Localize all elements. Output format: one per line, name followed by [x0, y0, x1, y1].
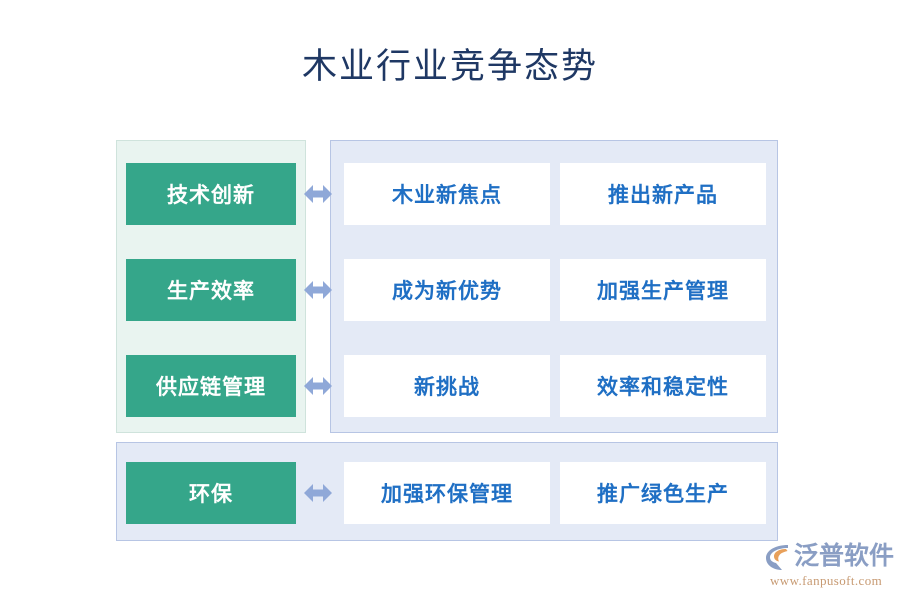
brand-logo: 泛普软件 www.fanpusoft.com [762, 540, 894, 592]
double-arrow-icon [304, 181, 332, 207]
fanpu-swoosh-icon [762, 542, 792, 572]
item-box-1-1[interactable]: 加强生产管理 [560, 259, 766, 321]
item-box-0-1[interactable]: 推出新产品 [560, 163, 766, 225]
item-box-2-0[interactable]: 新挑战 [344, 355, 550, 417]
double-arrow-icon [304, 480, 332, 506]
logo-name: 泛普软件 [794, 543, 895, 570]
double-arrow-icon [304, 277, 332, 303]
item-box-1-0[interactable]: 成为新优势 [344, 259, 550, 321]
category-box-3[interactable]: 环保 [126, 462, 296, 524]
item-box-3-0[interactable]: 加强环保管理 [344, 462, 550, 524]
page-title: 木业行业竞争态势 [301, 47, 598, 86]
category-box-0[interactable]: 技术创新 [126, 163, 296, 225]
double-arrow-icon [304, 373, 332, 399]
category-box-1[interactable]: 生产效率 [126, 259, 296, 321]
item-box-2-1[interactable]: 效率和稳定性 [560, 355, 766, 417]
logo-url: www.fanpusoft.com [770, 573, 883, 588]
item-box-0-0[interactable]: 木业新焦点 [344, 163, 550, 225]
logo-row: 泛普软件 [762, 540, 894, 574]
item-box-3-1[interactable]: 推广绿色生产 [560, 462, 766, 524]
category-box-2[interactable]: 供应链管理 [126, 355, 296, 417]
